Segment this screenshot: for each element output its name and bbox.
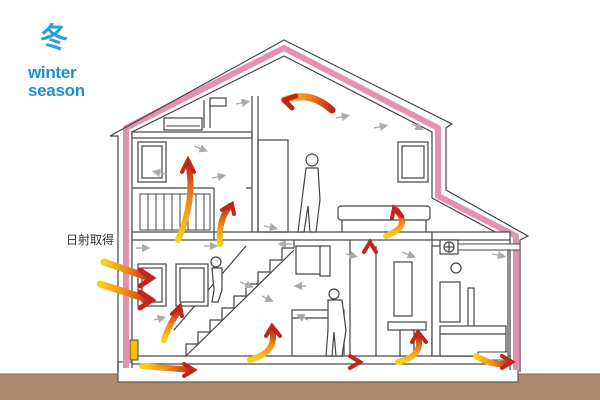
season-label-winter: winter <box>28 63 77 82</box>
person-kitchen <box>325 288 347 357</box>
season-label-season: season <box>28 81 85 100</box>
staircase <box>173 232 295 357</box>
washroom <box>387 261 427 357</box>
fan-icon <box>439 239 459 255</box>
insulation-envelope <box>123 45 519 370</box>
bench <box>337 205 431 232</box>
balcony-railing <box>139 193 211 231</box>
upper-walls <box>132 96 289 233</box>
upper-windows <box>137 141 429 183</box>
season-kanji: 冬 <box>40 21 69 54</box>
vent-duct <box>457 243 521 251</box>
warm-air-arrows <box>96 93 516 378</box>
person-upper <box>297 153 321 233</box>
air-conditioner <box>163 117 203 131</box>
bathroom <box>439 262 507 357</box>
person-child <box>210 256 223 303</box>
cool-air-arrows <box>136 98 507 324</box>
solar-gain-label: 日射取得 <box>66 233 115 247</box>
duct <box>203 97 227 128</box>
heater-icon <box>129 339 139 361</box>
